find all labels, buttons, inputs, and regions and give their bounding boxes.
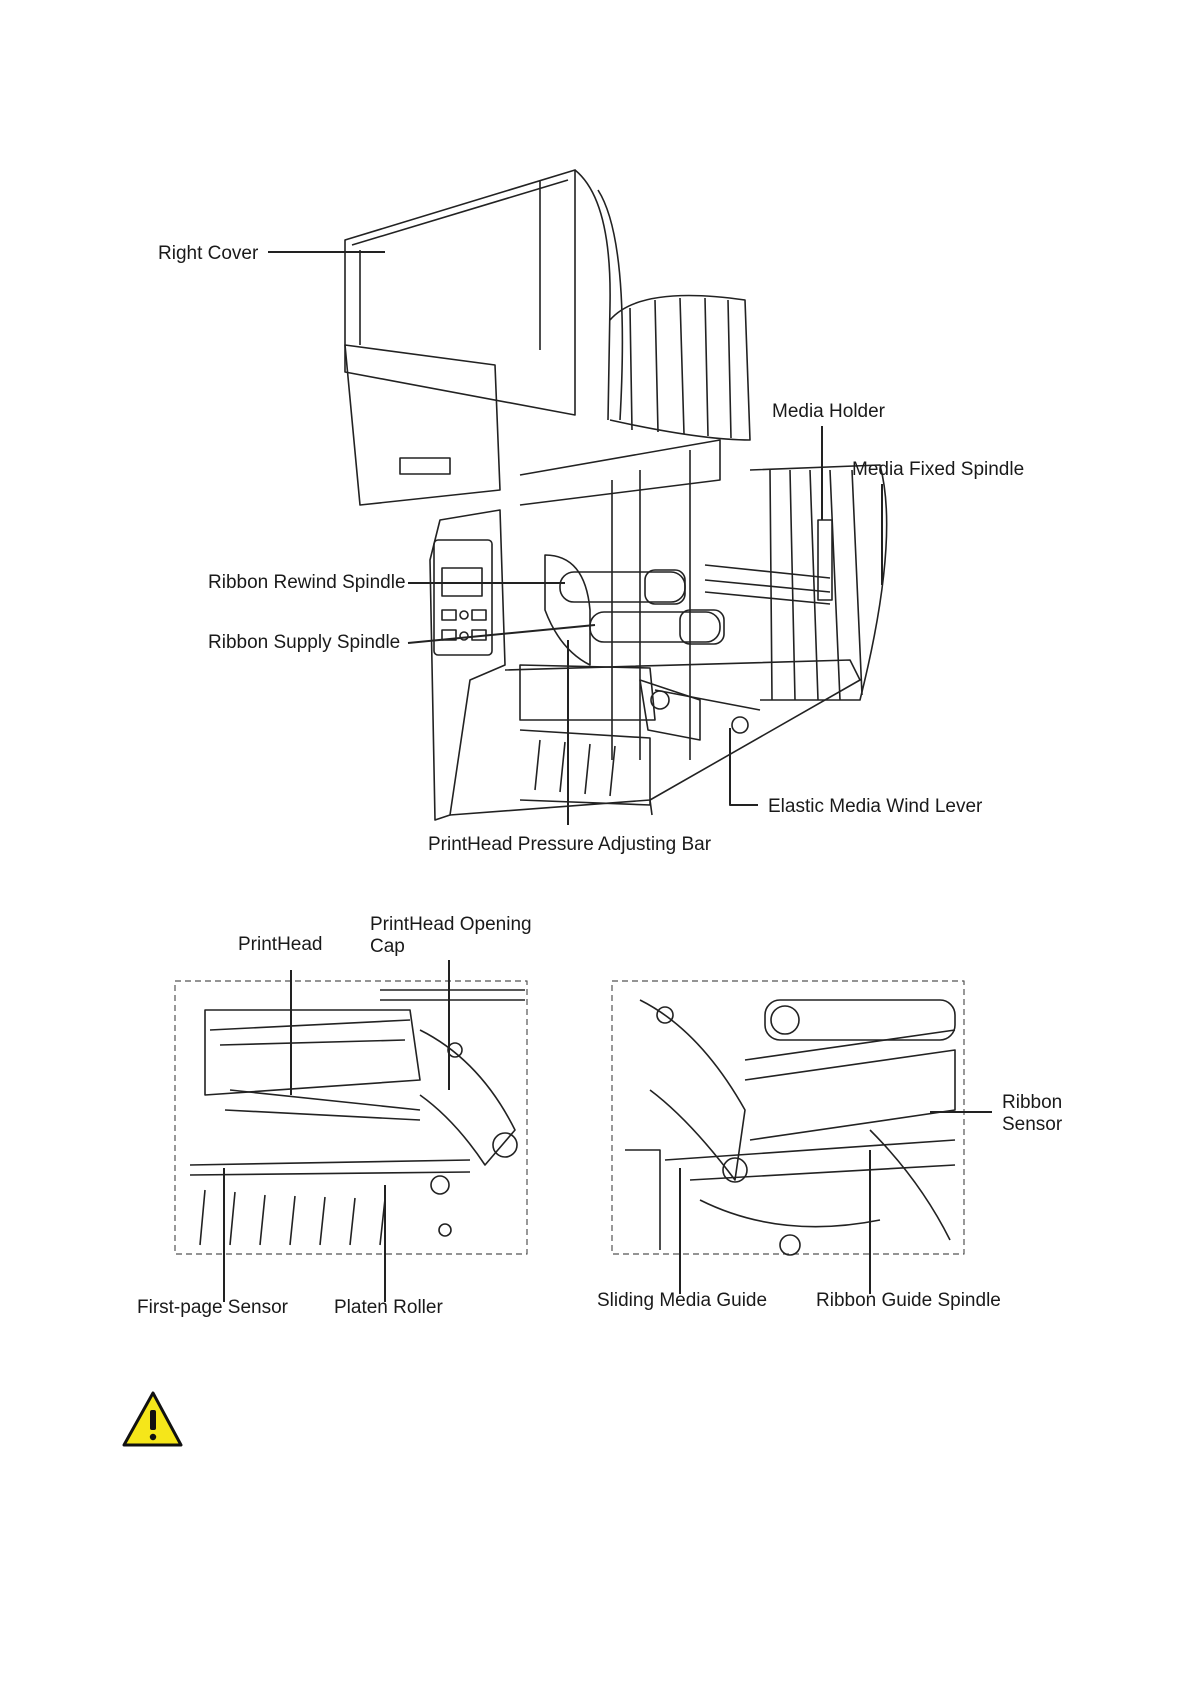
- label-ribbon-supply-spindle: Ribbon Supply Spindle: [208, 632, 400, 654]
- detail-left-leader-lines: [224, 960, 449, 1302]
- label-first-page-sensor: First-page Sensor: [137, 1297, 288, 1319]
- label-elastic-media-wind-lever: Elastic Media Wind Lever: [768, 796, 982, 818]
- label-printhead-opening-cap-line1: PrintHead Opening: [370, 914, 532, 936]
- warning-triangle-icon: [124, 1393, 181, 1445]
- ribbon-supply-spindle: [590, 612, 720, 642]
- label-media-fixed-spindle: Media Fixed Spindle: [852, 459, 1024, 481]
- label-ribbon-rewind-spindle: Ribbon Rewind Spindle: [208, 572, 406, 594]
- label-ribbon-sensor-line1: Ribbon: [1002, 1092, 1062, 1114]
- detail-right-frame: [612, 981, 964, 1254]
- detail-left-illustration: [175, 981, 527, 1254]
- leader-elastic-media-wind-lever: [730, 728, 758, 805]
- label-ribbon-guide-spindle: Ribbon Guide Spindle: [816, 1290, 1001, 1312]
- printer-illustration: [345, 170, 887, 820]
- label-printhead-opening-cap: PrintHead Opening Cap: [370, 914, 532, 958]
- label-media-holder: Media Holder: [772, 401, 885, 423]
- label-printhead-pressure-adjusting-bar: PrintHead Pressure Adjusting Bar: [428, 834, 711, 856]
- detail-right-leader-lines: [680, 1112, 992, 1294]
- label-sliding-media-guide: Sliding Media Guide: [597, 1290, 767, 1312]
- detail-left-frame: [175, 981, 527, 1254]
- label-printhead-opening-cap-line2: Cap: [370, 936, 532, 958]
- leader-ribbon-supply-spindle: [408, 625, 595, 643]
- label-platen-roller: Platen Roller: [334, 1297, 443, 1319]
- printer-body: [430, 510, 505, 820]
- label-ribbon-sensor: Ribbon Sensor: [1002, 1092, 1062, 1136]
- label-printhead: PrintHead: [238, 934, 323, 956]
- label-right-cover: Right Cover: [158, 243, 258, 265]
- ribbon-rewind-spindle: [560, 572, 685, 602]
- label-ribbon-sensor-line2: Sensor: [1002, 1114, 1062, 1136]
- detail-right-illustration: [612, 981, 964, 1255]
